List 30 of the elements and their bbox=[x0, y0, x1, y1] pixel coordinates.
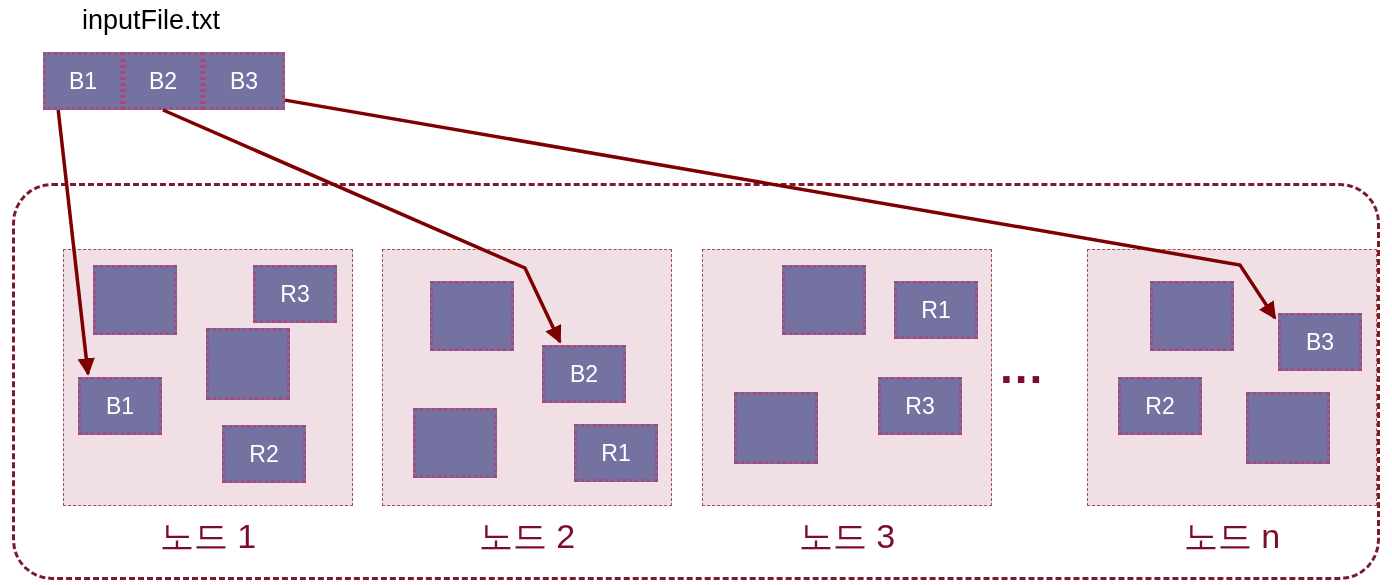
block-box: R3 bbox=[253, 265, 337, 323]
dashed-frame bbox=[12, 183, 1380, 580]
block-box: B2 bbox=[123, 52, 203, 110]
node-label: 노드 n bbox=[1182, 516, 1282, 557]
block-square bbox=[93, 265, 177, 335]
node-label: 노드 3 bbox=[797, 516, 897, 557]
block-box: R2 bbox=[222, 425, 306, 483]
block-square bbox=[206, 328, 290, 400]
block-box: B2 bbox=[542, 345, 626, 403]
block-square bbox=[1150, 281, 1234, 351]
arrow bbox=[284, 98, 1277, 320]
block-box: B3 bbox=[203, 52, 285, 110]
ellipsis: ... bbox=[1000, 340, 1045, 394]
block-square bbox=[782, 265, 866, 335]
arrow bbox=[56, 109, 95, 376]
file-name: inputFile.txt bbox=[82, 5, 221, 36]
block-box: B3 bbox=[1278, 313, 1362, 371]
arrow bbox=[162, 108, 562, 344]
block-square bbox=[734, 392, 818, 464]
block-box: R1 bbox=[574, 424, 658, 482]
block-box: R1 bbox=[894, 281, 978, 339]
block-box: R3 bbox=[878, 377, 962, 435]
block-square bbox=[413, 408, 497, 478]
node-label: 노드 2 bbox=[477, 516, 577, 557]
block-square bbox=[430, 281, 514, 351]
block-box: B1 bbox=[78, 377, 162, 435]
block-box: B1 bbox=[43, 52, 123, 110]
block-box: R2 bbox=[1118, 377, 1202, 435]
node-label: 노드 1 bbox=[158, 516, 258, 557]
block-square bbox=[1246, 392, 1330, 464]
